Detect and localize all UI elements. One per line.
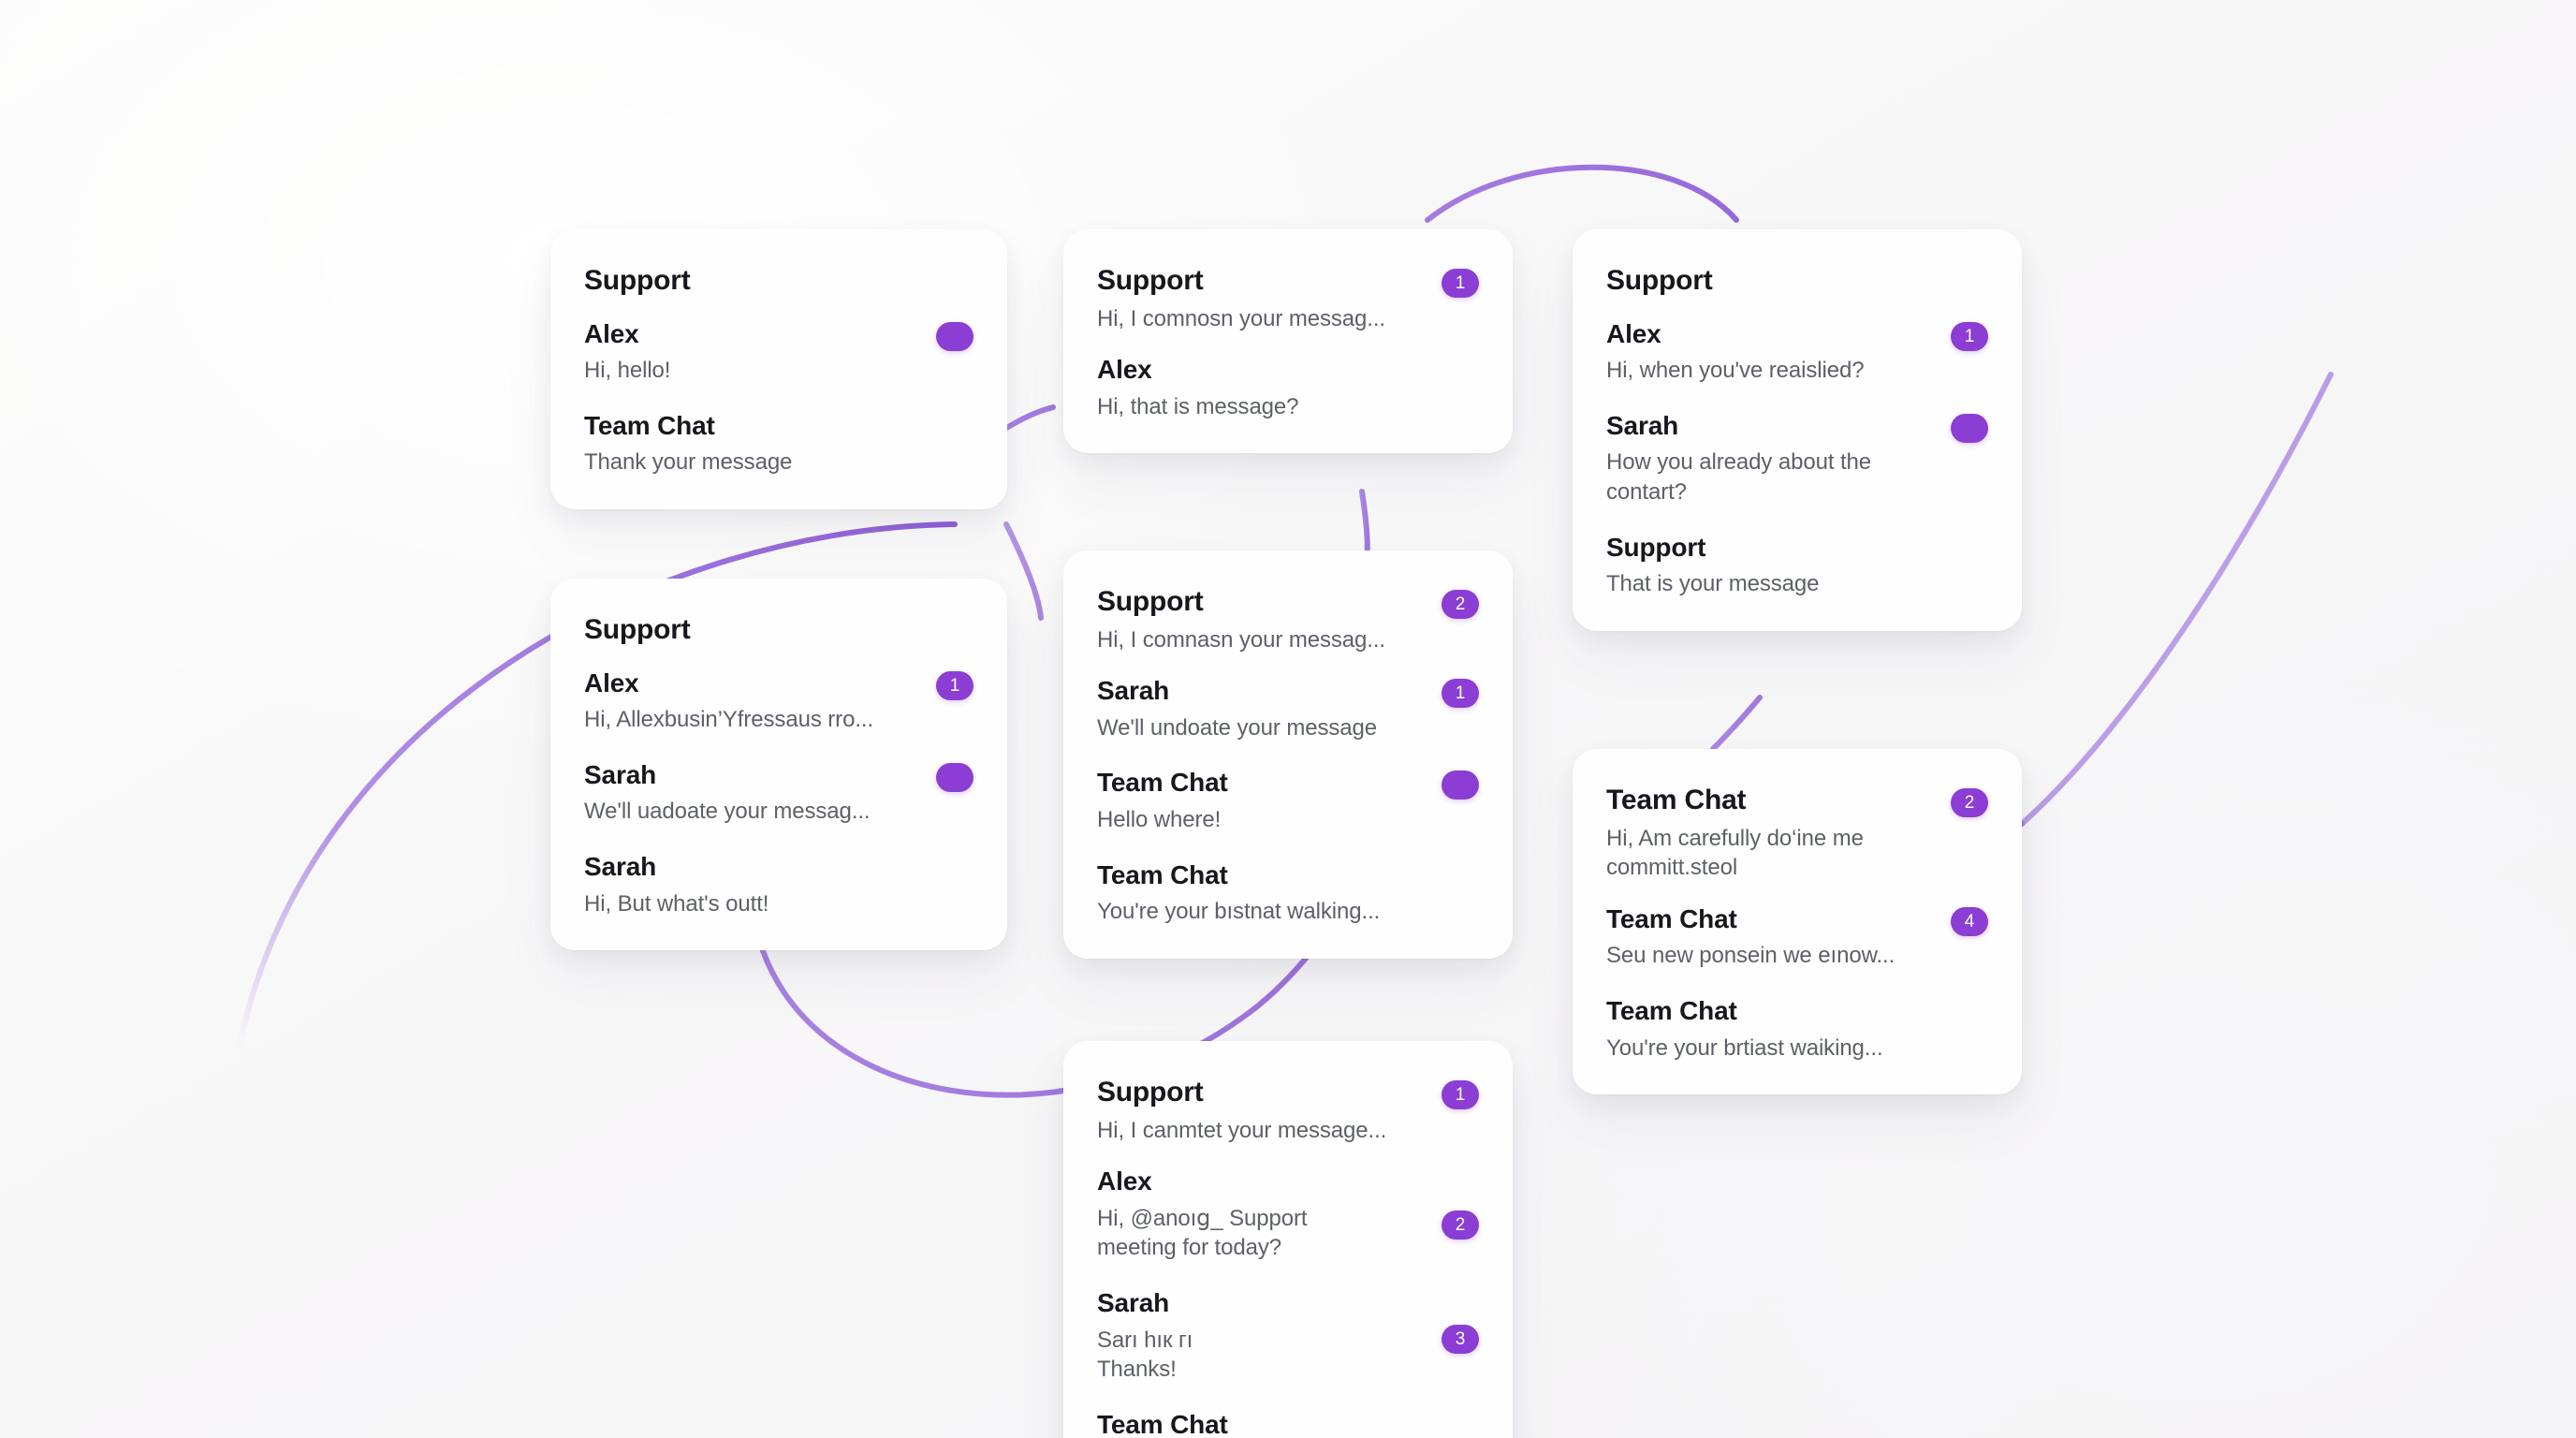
card-rows: Alex Hi, hello! Team Chat Thank your mes…: [584, 301, 973, 478]
card-rows: Alex Hi, Allexbusin’Yfressaus rro... 1 S…: [584, 651, 973, 919]
row-name: Sarah: [584, 759, 657, 789]
row-preview: Hi, @anoıց_ Support meeting for today?: [1097, 1205, 1308, 1261]
list-item[interactable]: Alex Hi, when you've reaislied? 1: [1606, 301, 1988, 386]
list-item[interactable]: Sarah Hi, But what's outt!: [584, 827, 973, 918]
unread-badge[interactable]: [936, 762, 973, 792]
card-title-preview: Hi, I comnosn your messag...: [1097, 305, 1385, 331]
chat-card-teamchat-mid-right[interactable]: Team Chat Hi, Am carefully do‘ine me com…: [1573, 749, 2022, 1095]
unread-badge[interactable]: 1: [1951, 321, 1988, 351]
row-preview: We'll uadoate your messag...: [584, 799, 871, 825]
unread-badge[interactable]: 1: [1442, 1080, 1479, 1109]
card-title: Support: [584, 614, 691, 645]
card-title-block: Support: [584, 265, 973, 298]
list-item[interactable]: Alex Hi, that is message?: [1097, 337, 1479, 421]
row-name: Alex: [1097, 1167, 1152, 1196]
list-item[interactable]: Sarah Sarı hıк гı Thanks! 3: [1097, 1263, 1479, 1385]
chat-card-support-mid-center[interactable]: Support Hi, I comnasn your messag... 2 S…: [1063, 550, 1513, 959]
chat-card-support-bottom[interactable]: Support Hi, I canmtet your message... 1 …: [1063, 1041, 1513, 1438]
unread-badge[interactable]: 2: [1442, 1211, 1479, 1240]
list-item[interactable]: Alex Hi, hello!: [584, 301, 973, 386]
unread-badge[interactable]: 1: [1442, 679, 1479, 709]
card-title-block[interactable]: Team Chat Hi, Am carefully do‘ine me com…: [1606, 785, 1988, 883]
unread-badge[interactable]: [1442, 770, 1479, 800]
list-item[interactable]: Alex Hi, Allexbusin’Yfressaus rro... 1: [584, 651, 973, 735]
list-item[interactable]: Alex Hi, @anoıց_ Support meeting for tod…: [1097, 1149, 1479, 1263]
row-name: Support: [1606, 532, 1706, 562]
list-item[interactable]: Team Chat You're your bıstnat walking...: [1097, 835, 1479, 927]
card-title: Team Chat: [1606, 785, 1747, 815]
row-preview: Hi, that is message?: [1097, 393, 1299, 419]
unread-badge[interactable]: 3: [1442, 1325, 1479, 1355]
card-rows: Alex Hi, that is message?: [1097, 337, 1479, 421]
row-name: Team Chat: [1097, 1410, 1228, 1438]
row-preview: Seu new ponsein we eınow...: [1606, 943, 1895, 969]
card-title-block[interactable]: Support Hi, I comnasn your messag... 2: [1097, 586, 1479, 654]
row-preview: How you already about the contart?: [1606, 449, 1872, 506]
chat-card-support-top-center[interactable]: Support Hi, I comnosn your messag... 1 A…: [1063, 229, 1513, 454]
row-name: Alex: [1606, 318, 1661, 348]
row-preview: Hello where!: [1097, 807, 1222, 833]
card-title: Support: [1606, 265, 1713, 296]
row-name: Team Chat: [1606, 903, 1737, 933]
list-item[interactable]: Team Chat Seu new ponsein we eınow... 4: [1606, 887, 1988, 971]
card-title-block[interactable]: Support Hi, I canmtet your message... 1: [1097, 1077, 1479, 1145]
row-preview: That is your message: [1606, 571, 1820, 597]
list-item[interactable]: Team Chat Hello where!: [1097, 742, 1479, 834]
chat-card-support-top-right[interactable]: Support Alex Hi, when you've reaislied? …: [1573, 229, 2022, 631]
row-preview: Hi, when you've reaislied?: [1606, 358, 1865, 384]
row-preview: You're your bıstnat walking...: [1097, 899, 1381, 925]
card-title-preview: Hi, I canmtet your message...: [1097, 1117, 1387, 1143]
row-name: Alex: [1097, 355, 1152, 385]
list-item[interactable]: Team Chat: [1097, 1385, 1479, 1438]
row-name: Team Chat: [584, 410, 715, 440]
card-title-block[interactable]: Support Hi, I comnosn your messag... 1: [1097, 265, 1479, 333]
chat-card-support-top-left[interactable]: Support Alex Hi, hello! Team Chat Thank …: [550, 229, 1007, 510]
card-title-preview: Hi, I comnasn your messag...: [1097, 626, 1385, 653]
row-preview: Hi, But what's outt!: [584, 890, 769, 917]
card-rows: Team Chat Seu new ponsein we eınow... 4 …: [1606, 887, 1988, 1064]
row-name: Team Chat: [1606, 996, 1737, 1026]
list-item[interactable]: Team Chat Thank your message: [584, 386, 973, 477]
card-rows: Sarah We'll undoate your message 1 Team …: [1097, 658, 1479, 927]
unread-badge[interactable]: [1951, 413, 1988, 443]
row-name: Team Chat: [1097, 768, 1228, 798]
card-title: Support: [1097, 1077, 1204, 1108]
unread-badge[interactable]: 1: [936, 670, 973, 700]
row-name: Sarah: [1606, 410, 1679, 440]
row-preview: We'll undoate your message: [1097, 714, 1378, 741]
row-preview: Thank your message: [584, 449, 793, 476]
card-title-block: Support: [1606, 265, 1988, 298]
card-title: Support: [1097, 265, 1204, 296]
row-preview: You're your brtiast waiking...: [1606, 1034, 1883, 1061]
unread-badge[interactable]: 2: [1442, 590, 1479, 619]
card-title-preview: Hi, Am carefully do‘ine me committ.steol: [1606, 825, 1864, 881]
card-rows: Alex Hi, when you've reaislied? 1 Sarah …: [1606, 301, 1988, 599]
unread-badge[interactable]: 4: [1951, 906, 1988, 936]
card-title: Support: [1097, 586, 1204, 617]
unread-badge[interactable]: 1: [1442, 269, 1479, 298]
unread-badge[interactable]: 2: [1951, 788, 1988, 817]
row-name: Sarah: [1097, 676, 1170, 706]
unread-badge[interactable]: [936, 321, 973, 351]
card-title-block: Support: [584, 614, 973, 647]
row-preview: Hi, hello!: [584, 358, 671, 384]
row-preview: Hi, Allexbusin’Yfressaus rro...: [584, 707, 874, 733]
card-rows: Alex Hi, @anoıց_ Support meeting for tod…: [1097, 1149, 1479, 1438]
card-title: Support: [584, 265, 691, 296]
chat-card-support-mid-left[interactable]: Support Alex Hi, Allexbusin’Yfressaus rr…: [550, 579, 1007, 951]
list-item[interactable]: Sarah We'll uadoate your messag...: [584, 735, 973, 827]
row-name: Alex: [584, 318, 639, 348]
row-name: Alex: [584, 668, 639, 697]
list-item[interactable]: Sarah We'll undoate your message 1: [1097, 658, 1479, 742]
list-item[interactable]: Team Chat You're your brtiast waiking...: [1606, 971, 1988, 1063]
row-name: Sarah: [1097, 1288, 1170, 1318]
list-item[interactable]: Sarah How you already about the contart?: [1606, 386, 1988, 507]
list-item[interactable]: Support That is your message: [1606, 507, 1988, 599]
row-preview: Sarı hıк гı Thanks!: [1097, 1327, 1193, 1383]
row-name: Sarah: [584, 852, 657, 882]
row-name: Team Chat: [1097, 859, 1228, 889]
